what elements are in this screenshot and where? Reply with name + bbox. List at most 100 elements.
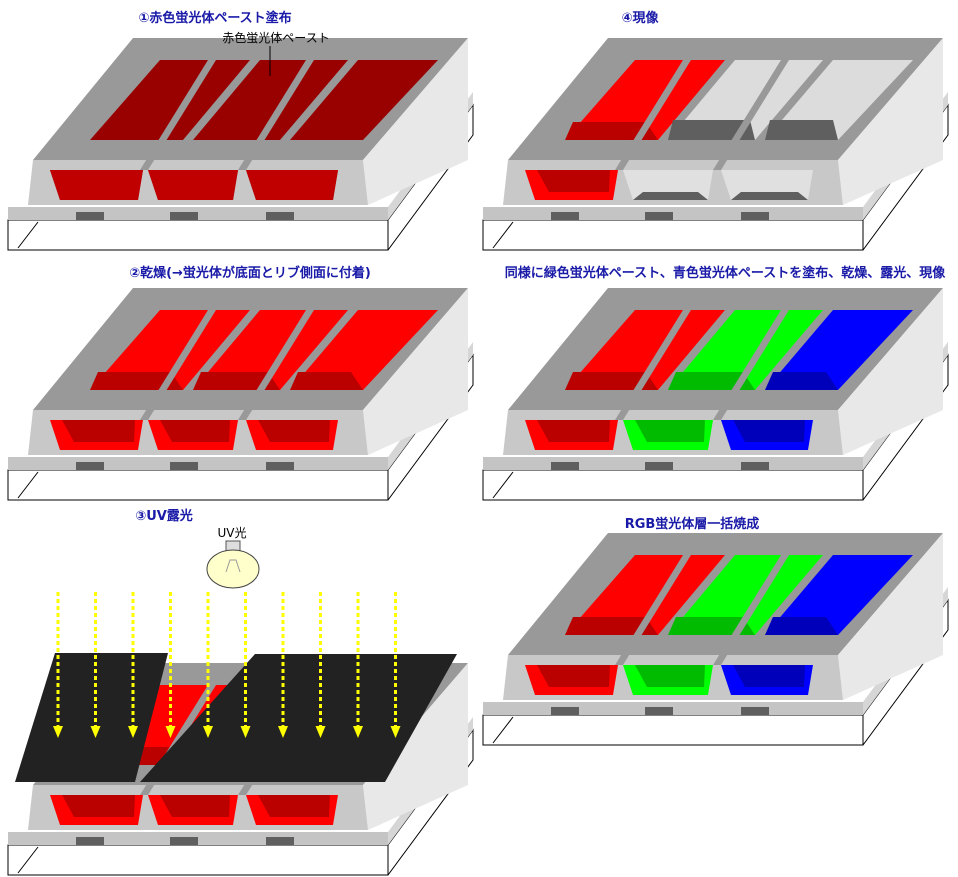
red-phosphor-floor xyxy=(565,617,658,635)
red-phosphor-floor xyxy=(537,420,610,442)
address-electrode xyxy=(170,212,198,220)
address-electrode xyxy=(551,707,579,715)
glass-edge-line xyxy=(492,471,514,499)
panel-step3 xyxy=(7,592,474,876)
uv-lamp-label: UV光 xyxy=(218,526,247,540)
address-electrode xyxy=(266,462,294,470)
paste-callout: 赤色蛍光体ペースト xyxy=(222,31,330,76)
cell-floor-electrode xyxy=(633,192,708,200)
glass-substrate-front xyxy=(482,219,864,251)
panel-step4 xyxy=(482,38,949,251)
green-phosphor-floor xyxy=(635,665,705,687)
rib-separator xyxy=(713,310,789,420)
uv-arrow-head xyxy=(390,726,401,738)
red-phosphor-cell xyxy=(90,310,250,390)
rib-separator xyxy=(713,60,789,170)
panel-step2 xyxy=(7,288,474,501)
glass-edge-line xyxy=(17,846,39,874)
green-phosphor-floor xyxy=(668,617,755,635)
uv-arrow-head xyxy=(353,726,363,738)
red-phosphor-floor xyxy=(62,795,135,817)
panel-step1 xyxy=(7,38,474,251)
rib-right-wall xyxy=(838,38,943,205)
address-electrode xyxy=(266,837,294,845)
uv-arrow-head xyxy=(90,726,101,738)
step5-title: 同様に緑色蛍光体ペースト、青色蛍光体ペーストを塗布、乾燥、露光、現像 xyxy=(505,265,946,281)
red-phosphor-cell xyxy=(193,310,348,390)
glass-substrate-front xyxy=(7,469,389,501)
uv-arrow-head xyxy=(203,726,213,738)
address-electrode xyxy=(76,837,104,845)
blue-phosphor-floor xyxy=(733,665,805,687)
cell-floor-electrode xyxy=(668,120,755,140)
uv-arrow-head xyxy=(165,726,176,738)
rib-right-wall xyxy=(838,288,943,455)
address-electrode xyxy=(76,212,104,220)
red-phosphor-floor xyxy=(193,372,280,390)
red-phosphor-floor xyxy=(565,372,658,390)
lightbulb-icon xyxy=(206,549,260,589)
phosphor-paste-cell xyxy=(290,60,438,140)
rib-separator xyxy=(140,310,216,420)
glass-substrate-front xyxy=(7,219,389,251)
blue-phosphor-floor xyxy=(765,372,838,390)
uv-arrow-head xyxy=(315,726,326,738)
phosphor-paste-front xyxy=(246,170,338,200)
uv-arrow-head xyxy=(128,726,138,738)
phosphor-paste-front xyxy=(148,170,238,200)
address-electrode xyxy=(266,212,294,220)
uv-arrow-head xyxy=(278,726,288,738)
glass-substrate-front xyxy=(482,714,864,746)
rib-separator xyxy=(140,60,216,170)
red-phosphor-cell xyxy=(290,310,438,390)
red-phosphor-cell xyxy=(565,60,725,140)
red-phosphor-floor xyxy=(537,170,610,192)
phosphor-paste-cell xyxy=(90,60,250,140)
address-electrode xyxy=(645,212,673,220)
red-phosphor-floor xyxy=(565,122,658,140)
green-phosphor-floor xyxy=(668,372,755,390)
step2-title: ②乾燥(→蛍光体が底面とリブ側面に付着) xyxy=(129,265,371,281)
rib-separator xyxy=(713,555,789,665)
cell-floor-electrode xyxy=(765,120,838,140)
filament-icon xyxy=(225,559,241,573)
address-electrode xyxy=(551,462,579,470)
rib-right-wall xyxy=(363,663,468,830)
cell-floor-electrode xyxy=(731,192,808,200)
red-phosphor-cell xyxy=(565,310,725,390)
step4-title: ④現像 xyxy=(621,10,659,26)
step3-title: ③UV露光 xyxy=(135,508,193,524)
address-electrode xyxy=(645,707,673,715)
red-phosphor-floor xyxy=(258,420,330,442)
address-electrode xyxy=(170,837,198,845)
address-electrode xyxy=(741,462,769,470)
red-phosphor-floor xyxy=(90,372,183,390)
blue-phosphor-floor xyxy=(733,420,805,442)
address-electrode xyxy=(741,212,769,220)
red-phosphor-cell xyxy=(565,555,725,635)
blue-phosphor-cell xyxy=(765,310,913,390)
panel-step6 xyxy=(482,533,949,746)
rib-right-wall xyxy=(838,533,943,700)
step1-title: ①赤色蛍光体ペースト塗布 xyxy=(138,10,291,26)
red-phosphor-floor xyxy=(290,372,363,390)
uv-arrow-head xyxy=(240,726,251,738)
red-phosphor-floor xyxy=(62,420,135,442)
glass-substrate-front xyxy=(482,469,864,501)
step6-title: RGB蛍光体層一括焼成 xyxy=(625,516,760,532)
uv-lamp: UV光 xyxy=(206,526,260,589)
address-electrode xyxy=(741,707,769,715)
glass-substrate-front xyxy=(7,844,389,876)
glass-edge-line xyxy=(17,221,39,249)
blue-phosphor-cell xyxy=(765,555,913,635)
phosphor-paste-front xyxy=(50,170,143,200)
address-electrode xyxy=(645,462,673,470)
rib-separator xyxy=(238,60,314,170)
rib-separator xyxy=(615,555,691,665)
green-phosphor-cell xyxy=(668,555,823,635)
address-electrode xyxy=(551,212,579,220)
glass-edge-line xyxy=(17,471,39,499)
rib-separator xyxy=(238,310,314,420)
glass-edge-line xyxy=(492,221,514,249)
